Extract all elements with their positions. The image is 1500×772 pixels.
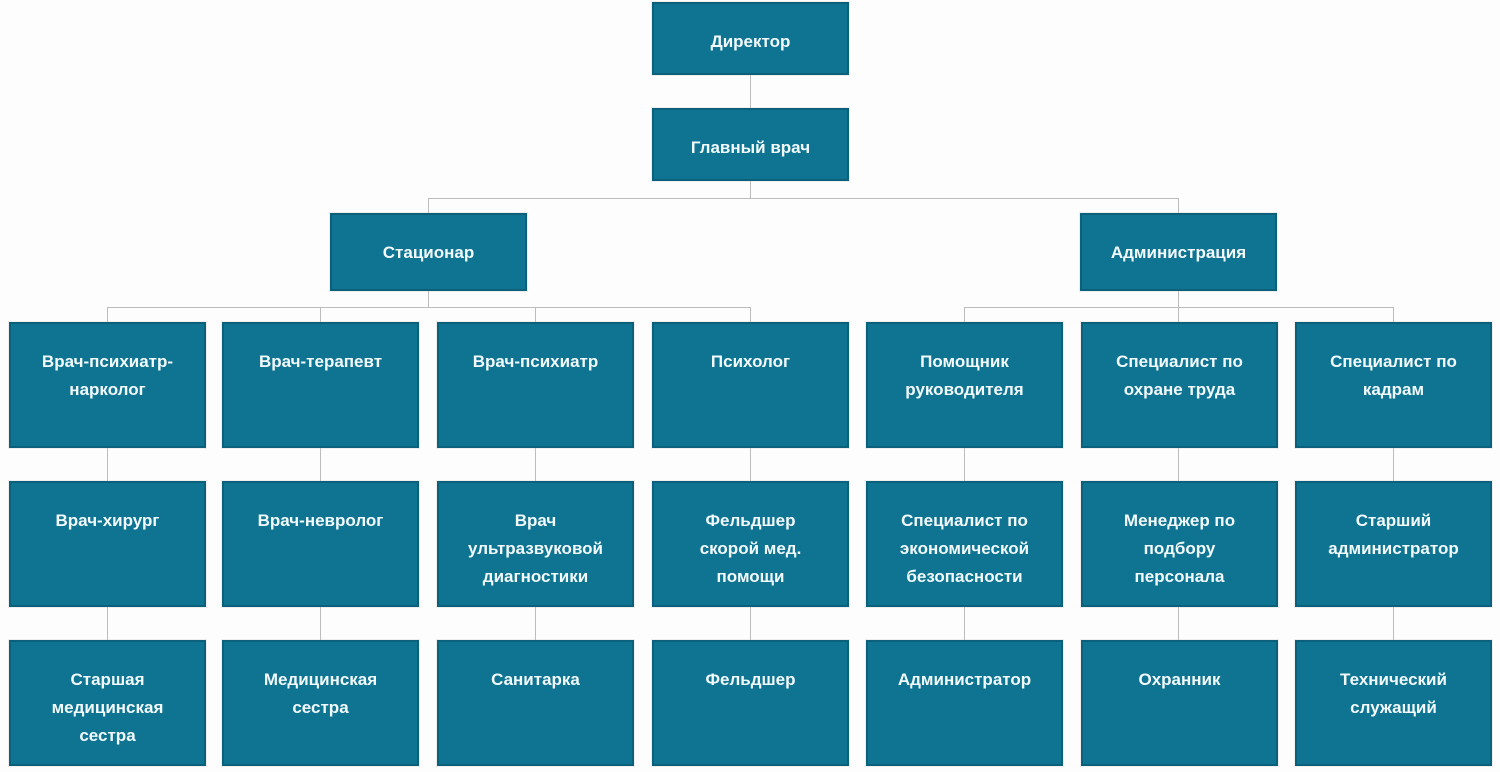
- org-node-label: Врач-хирург: [55, 511, 160, 530]
- org-node-label: Старший администратор: [1328, 511, 1459, 558]
- connector-line: [964, 448, 965, 481]
- connector-line: [1178, 291, 1179, 307]
- connector-line: [1393, 307, 1394, 322]
- org-node-r1-c4: Психолог: [652, 322, 849, 448]
- org-node-stationar: Стационар: [330, 213, 527, 291]
- org-node-label: Охранник: [1138, 670, 1221, 689]
- org-node-r3-c5: Администратор: [866, 640, 1063, 766]
- org-node-r1-c1: Врач-психиатр-нарколог: [9, 322, 206, 448]
- org-node-label: Врач ультразвуковой диагностики: [467, 511, 604, 586]
- org-node-r1-c3: Врач-психиатр: [437, 322, 634, 448]
- connector-line: [750, 307, 751, 322]
- connector-line: [107, 448, 108, 481]
- org-node-label: Старшая медицинская сестра: [51, 670, 164, 745]
- connector-line: [320, 307, 321, 322]
- connector-line: [535, 448, 536, 481]
- connector-line: [964, 607, 965, 640]
- org-node-r1-c2: Врач-терапевт: [222, 322, 419, 448]
- connector-line: [320, 448, 321, 481]
- org-node-label: Врач-психиатр: [472, 352, 599, 371]
- connector-line: [964, 307, 965, 322]
- connector-line: [1393, 448, 1394, 481]
- org-node-r3-c6: Охранник: [1081, 640, 1278, 766]
- org-node-r3-c1: Старшая медицинская сестра: [9, 640, 206, 766]
- org-node-label: Стационар: [382, 243, 475, 262]
- org-node-administration: Администрация: [1080, 213, 1277, 291]
- connector-line: [320, 607, 321, 640]
- org-node-r2-c7: Старший администратор: [1295, 481, 1492, 607]
- org-node-label: Технический служащий: [1340, 670, 1447, 717]
- connector-line: [428, 291, 429, 307]
- connector-line: [1178, 448, 1179, 481]
- org-node-label: Администратор: [897, 670, 1032, 689]
- org-node-r3-c3: Санитарка: [437, 640, 634, 766]
- connector-line: [964, 307, 1394, 308]
- org-node-label: Фельдшер: [705, 670, 796, 689]
- org-node-r2-c1: Врач-хирург: [9, 481, 206, 607]
- org-node-label: Медицинская сестра: [263, 670, 378, 717]
- connector-line: [535, 607, 536, 640]
- org-node-label: Директор: [710, 32, 791, 51]
- connector-line: [750, 607, 751, 640]
- org-node-r1-c7: Специалист по кадрам: [1295, 322, 1492, 448]
- connector-line: [750, 181, 751, 198]
- org-node-chief-doctor: Главный врач: [652, 108, 849, 181]
- connector-line: [1393, 607, 1394, 640]
- org-node-r2-c6: Менеджер по подбору персонала: [1081, 481, 1278, 607]
- org-node-r3-c4: Фельдшер: [652, 640, 849, 766]
- org-node-r1-c6: Специалист по охране труда: [1081, 322, 1278, 448]
- org-node-label: Специалист по кадрам: [1330, 352, 1457, 399]
- org-node-label: Главный врач: [690, 138, 811, 157]
- org-node-label: Врач-психиатр-нарколог: [41, 352, 174, 399]
- org-node-label: Менеджер по подбору персонала: [1123, 511, 1236, 586]
- org-node-r2-c3: Врач ультразвуковой диагностики: [437, 481, 634, 607]
- connector-line: [750, 448, 751, 481]
- org-node-label: Администрация: [1110, 243, 1247, 262]
- org-node-r1-c5: Помощник руководителя: [866, 322, 1063, 448]
- connector-line: [107, 607, 108, 640]
- org-node-label: Врач-невролог: [257, 511, 384, 530]
- org-node-label: Психолог: [710, 352, 791, 371]
- org-node-label: Врач-терапевт: [258, 352, 383, 371]
- org-node-label: Помощник руководителя: [905, 352, 1024, 399]
- org-node-label: Фельдшер скорой мед. помощи: [699, 511, 802, 586]
- connector-line: [1178, 198, 1179, 213]
- connector-line: [535, 307, 536, 322]
- connector-line: [107, 307, 108, 322]
- org-node-label: Специалист по экономической безопасности: [899, 511, 1030, 586]
- connector-line: [428, 198, 429, 213]
- org-node-label: Специалист по охране труда: [1116, 352, 1243, 399]
- org-node-r2-c5: Специалист по экономической безопасности: [866, 481, 1063, 607]
- connector-line: [107, 307, 751, 308]
- connector-line: [1178, 307, 1179, 322]
- connector-line: [1178, 607, 1179, 640]
- connector-line: [750, 75, 751, 108]
- connector-line: [428, 198, 1179, 199]
- org-node-r3-c2: Медицинская сестра: [222, 640, 419, 766]
- org-node-director: Директор: [652, 2, 849, 75]
- org-node-r2-c2: Врач-невролог: [222, 481, 419, 607]
- org-node-label: Санитарка: [491, 670, 580, 689]
- org-node-r3-c7: Технический служащий: [1295, 640, 1492, 766]
- org-node-r2-c4: Фельдшер скорой мед. помощи: [652, 481, 849, 607]
